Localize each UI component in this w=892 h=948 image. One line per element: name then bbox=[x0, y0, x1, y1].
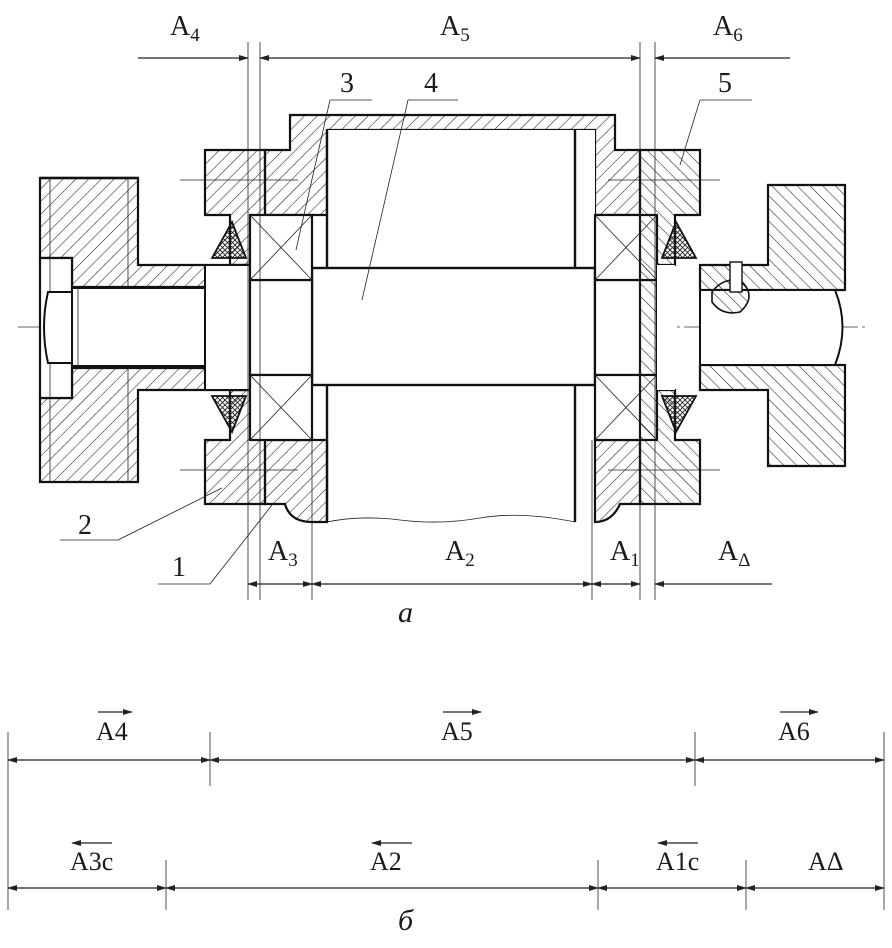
vector-a1c-label: A1c bbox=[656, 847, 699, 876]
dim-a6-label: A6 bbox=[713, 11, 743, 46]
caption-a: а bbox=[398, 596, 413, 629]
callout-5: 5 bbox=[718, 68, 732, 99]
dim-a4-label: A4 bbox=[170, 11, 200, 46]
chain-row2-labels: A3c A2 A1c AΔ bbox=[70, 840, 844, 876]
vector-a2-label: A2 bbox=[370, 847, 402, 876]
vector-a4-label: A4 bbox=[96, 717, 128, 746]
right-seal-bottom bbox=[660, 395, 698, 435]
callout-3: 3 bbox=[340, 68, 354, 99]
vector-a6-label: A6 bbox=[778, 717, 810, 746]
vector-a5-label: A5 bbox=[441, 717, 473, 746]
callout-4: 4 bbox=[424, 68, 438, 99]
vector-a3c-label: A3c bbox=[70, 847, 113, 876]
housing-bottom bbox=[263, 438, 642, 524]
callout-2: 2 bbox=[78, 510, 92, 541]
top-dimension-labels: A4 A5 A6 bbox=[170, 11, 743, 46]
callout-1: 1 bbox=[172, 552, 186, 583]
chain-row1-labels: A4 A5 A6 bbox=[96, 709, 819, 746]
shaft bbox=[310, 266, 597, 387]
dimension-chain bbox=[7, 732, 885, 910]
left-seal-bottom bbox=[210, 395, 248, 435]
callouts: 3 4 5 2 1 bbox=[60, 68, 752, 585]
caption-b: б bbox=[398, 904, 414, 937]
dim-a2-label: A2 bbox=[445, 536, 475, 571]
right-seal-top bbox=[660, 219, 698, 259]
dim-a1-label: A1 bbox=[610, 536, 640, 571]
dim-ad-label: AΔ bbox=[718, 536, 750, 571]
extension-lines bbox=[247, 42, 656, 600]
vector-ad-label: AΔ bbox=[808, 847, 844, 876]
bottom-dimension-labels: A3 A2 A1 AΔ bbox=[268, 536, 750, 571]
left-screw bbox=[43, 291, 73, 364]
left-seal-top bbox=[210, 219, 248, 259]
dim-a5-label: A5 bbox=[440, 11, 470, 46]
dim-a3-label: A3 bbox=[268, 536, 298, 571]
section-view bbox=[18, 113, 868, 524]
